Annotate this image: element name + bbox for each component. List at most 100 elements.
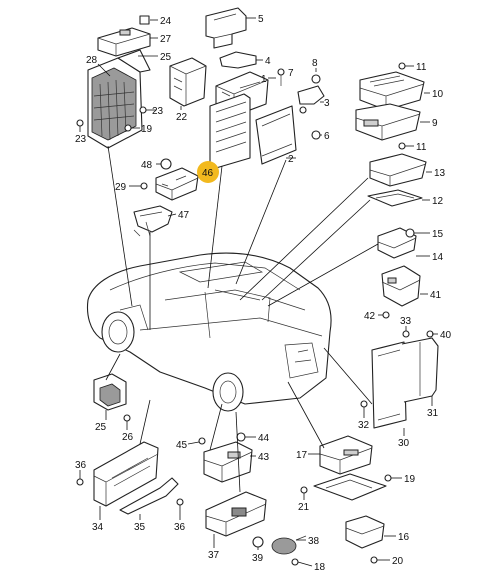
callout-5: 5: [258, 14, 264, 25]
part-17-module: [319, 435, 373, 475]
callout-9: 9: [432, 118, 438, 129]
highlight-marker: [197, 161, 219, 183]
callout-30: 30: [398, 438, 410, 449]
callout-24: 24: [160, 16, 172, 27]
leader-lines: [79, 17, 438, 567]
callout-35: 35: [134, 522, 146, 533]
vehicle-outline: [86, 252, 332, 412]
part-36-screws: [76, 478, 184, 506]
callout-7: 7: [288, 68, 294, 79]
part-41-bracket: [381, 265, 421, 307]
callout-40: 40: [440, 330, 452, 341]
part-35-bracket: [119, 477, 179, 515]
part-6-screw: [311, 130, 321, 140]
callout-17: 17: [296, 450, 308, 461]
part-mounting-plate-lower: [313, 473, 387, 501]
callout-34: 34: [92, 522, 104, 533]
part-15-nut: [405, 228, 415, 238]
part-42-screw: [382, 311, 390, 319]
part-26-screw: [123, 414, 131, 422]
callout-16: 16: [398, 532, 410, 543]
part-37-module: [205, 491, 267, 537]
part-3-bracket: [297, 85, 325, 114]
callout-2: 2: [288, 154, 294, 165]
part-19-screw-right: [384, 474, 392, 482]
part-48-clip: [160, 158, 172, 170]
callout-39: 39: [252, 553, 264, 564]
callout-25: 25: [95, 422, 107, 433]
part-30-control-unit: [371, 341, 407, 429]
callout-42: 42: [364, 311, 376, 322]
part-27-module: [97, 27, 151, 57]
callout-48: 48: [141, 160, 153, 171]
part-23-screws: [76, 106, 147, 127]
callout-29: 29: [115, 182, 127, 193]
callout-44: 44: [258, 433, 270, 444]
callout-36-left: 36: [75, 460, 87, 471]
part-46-module: [155, 167, 199, 201]
part-44-clip: [236, 432, 246, 442]
callout-25-top: 25: [160, 52, 172, 63]
callout-4: 4: [265, 56, 271, 67]
callout-45: 45: [176, 440, 188, 451]
callout-36-right: 36: [174, 522, 186, 533]
callout-10: 10: [432, 89, 444, 100]
callout-1: 1: [261, 74, 267, 85]
callout-11-bottom: 11: [416, 142, 427, 153]
callout-23-right: 23: [152, 106, 164, 117]
callout-41: 41: [430, 290, 442, 301]
callout-labels: 24 27 25 28 22 23 23 19 5 4 1 2 3 7 8 6 …: [75, 14, 452, 573]
part-5-bracket: [205, 7, 247, 49]
callout-19-left: 19: [141, 124, 153, 135]
callout-47: 47: [178, 210, 190, 221]
callout-20: 20: [392, 556, 404, 567]
part-34-module: [93, 441, 159, 507]
part-16-module: [345, 515, 385, 549]
callout-31: 31: [427, 408, 439, 419]
part-47-bracket: [133, 205, 173, 237]
callout-27: 27: [160, 34, 172, 45]
callout-43: 43: [258, 452, 270, 463]
part-19-screw: [124, 124, 132, 132]
callout-18: 18: [314, 562, 326, 573]
callout-37: 37: [208, 550, 220, 561]
part-2-mounting-plate: [255, 105, 297, 165]
part-4-bracket: [219, 51, 257, 69]
callout-26: 26: [122, 432, 134, 443]
callout-23-left: 23: [75, 134, 87, 145]
part-31-bracket: [401, 337, 439, 403]
part-39-cap: [252, 536, 264, 548]
part-18-screw: [291, 558, 299, 566]
part-45-bolt: [198, 437, 206, 445]
callout-13: 13: [434, 168, 446, 179]
part-9-module: [355, 103, 421, 141]
part-main-control-unit: [209, 93, 251, 169]
part-24-clip: [139, 15, 150, 25]
callout-46: 46: [202, 168, 214, 179]
part-7-screw: [277, 68, 285, 86]
part-12-plate: [367, 189, 423, 207]
callout-12: 12: [432, 196, 444, 207]
part-43-module: [203, 441, 253, 483]
part-13-module: [369, 153, 427, 187]
callout-15: 15: [432, 229, 444, 240]
part-29-screw: [140, 182, 148, 190]
callout-32: 32: [358, 420, 370, 431]
part-38-sensor: [271, 535, 307, 555]
part-32-screw: [360, 400, 368, 408]
callout-33: 33: [400, 316, 412, 327]
callout-3: 3: [324, 98, 330, 109]
callout-38: 38: [308, 536, 320, 547]
callout-6: 6: [324, 131, 330, 142]
callout-21: 21: [298, 502, 310, 513]
part-8-nut: [311, 74, 321, 84]
callout-22: 22: [176, 112, 188, 123]
part-20-screw: [370, 556, 378, 564]
part-25-module: [93, 373, 127, 411]
callout-11-top: 11: [416, 62, 427, 73]
callout-8: 8: [312, 58, 318, 69]
callout-19: 19: [404, 474, 416, 485]
callout-14: 14: [432, 252, 444, 263]
part-21-screw: [300, 486, 308, 494]
